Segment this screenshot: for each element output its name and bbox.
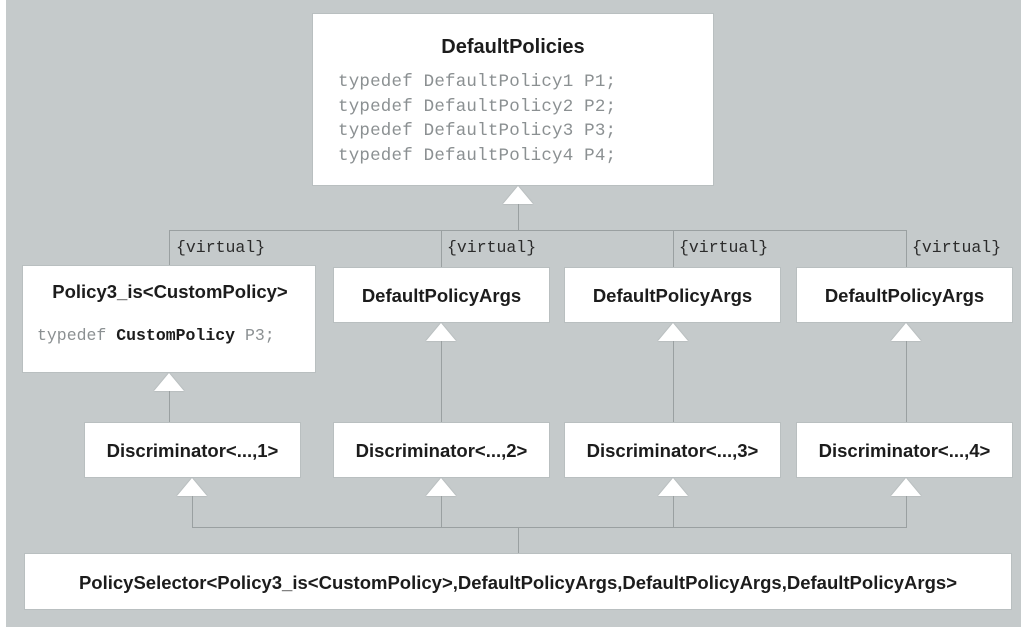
connector-sel-to-disc3 [673,496,674,527]
connector-drop-policy3 [169,230,170,265]
class-name-discriminator-2: Discriminator<...,2> [355,440,528,461]
class-box-discriminator-2[interactable]: Discriminator<...,2> [333,422,550,478]
generalization-arrowhead-to-default-policies [503,186,533,204]
generalization-arrowhead-to-dpa-2 [658,323,688,341]
member-alias-p3: P3; [235,326,275,345]
generalization-arrowhead-to-policy3 [154,373,184,391]
class-name-discriminator-1: Discriminator<...,1> [106,440,279,461]
connector-sel-to-disc1 [192,496,193,527]
member-line-4: typedef DefaultPolicy4 P4; [338,145,617,166]
class-box-default-policy-args-1[interactable]: DefaultPolicyArgs [333,267,550,323]
generalization-arrowhead-to-discriminator-3 [658,478,688,496]
class-box-default-policy-args-3[interactable]: DefaultPolicyArgs [796,267,1013,323]
class-name-default-policy-args-2: DefaultPolicyArgs [592,285,753,306]
connector-stem-default-policies [518,204,519,230]
connector-bus-policy-selector [192,527,907,528]
class-name-default-policies: DefaultPolicies [441,36,585,58]
member-typedef-keyword: typedef [37,326,117,345]
member-custom-policy-type: CustomPolicy [116,326,236,345]
member-line-2: typedef DefaultPolicy2 P2; [338,96,617,117]
class-name-policy-selector: PolicySelector<Policy3_is<CustomPolicy>,… [78,572,958,593]
stereotype-virtual-3: {virtual} [679,238,769,257]
class-name-discriminator-4: Discriminator<...,4> [818,440,991,461]
class-members-default-policies: typedef DefaultPolicy1 P1; typedef Defau… [313,58,713,168]
class-box-discriminator-4[interactable]: Discriminator<...,4> [796,422,1013,478]
generalization-arrowhead-to-discriminator-4 [891,478,921,496]
class-box-policy3-is-custompolicy[interactable]: Policy3_is<CustomPolicy> typedef CustomP… [22,265,316,373]
stereotype-virtual-2: {virtual} [447,238,537,257]
generalization-arrowhead-to-discriminator-1 [177,478,207,496]
class-name-default-policy-args-3: DefaultPolicyArgs [824,285,985,306]
connector-disc1-to-policy3 [169,391,170,422]
connector-stem-policy-selector [518,527,519,553]
class-box-discriminator-1[interactable]: Discriminator<...,1> [84,422,301,478]
connector-disc2-to-dpa1 [441,341,442,422]
generalization-arrowhead-to-discriminator-2 [426,478,456,496]
generalization-arrowhead-to-dpa-1 [426,323,456,341]
member-line-1: typedef DefaultPolicy1 P1; [338,72,617,92]
connector-drop-dpa-1 [441,230,442,267]
class-name-policy3-is: Policy3_is<CustomPolicy> [52,281,288,302]
stereotype-virtual-1: {virtual} [176,238,266,257]
connector-sel-to-disc4 [906,496,907,527]
class-box-policy-selector[interactable]: PolicySelector<Policy3_is<CustomPolicy>,… [24,553,1012,610]
class-name-default-policy-args-1: DefaultPolicyArgs [361,285,522,306]
class-box-default-policies[interactable]: DefaultPolicies typedef DefaultPolicy1 P… [312,13,714,186]
class-box-discriminator-3[interactable]: Discriminator<...,3> [564,422,781,478]
connector-drop-dpa-3 [906,230,907,267]
class-box-default-policy-args-2[interactable]: DefaultPolicyArgs [564,267,781,323]
connector-sel-to-disc2 [441,496,442,527]
diagram-surface: DefaultPolicies typedef DefaultPolicy1 P… [6,0,1021,627]
class-name-discriminator-3: Discriminator<...,3> [586,440,759,461]
connector-disc3-to-dpa2 [673,341,674,422]
connector-drop-dpa-2 [673,230,674,267]
stereotype-virtual-4: {virtual} [912,238,1002,257]
class-members-policy3-is: typedef CustomPolicy P3; [23,302,315,346]
connector-bus-virtual-inheritance [169,230,907,231]
member-line-3: typedef DefaultPolicy3 P3; [338,121,617,141]
generalization-arrowhead-to-dpa-3 [891,323,921,341]
connector-disc4-to-dpa3 [906,341,907,422]
